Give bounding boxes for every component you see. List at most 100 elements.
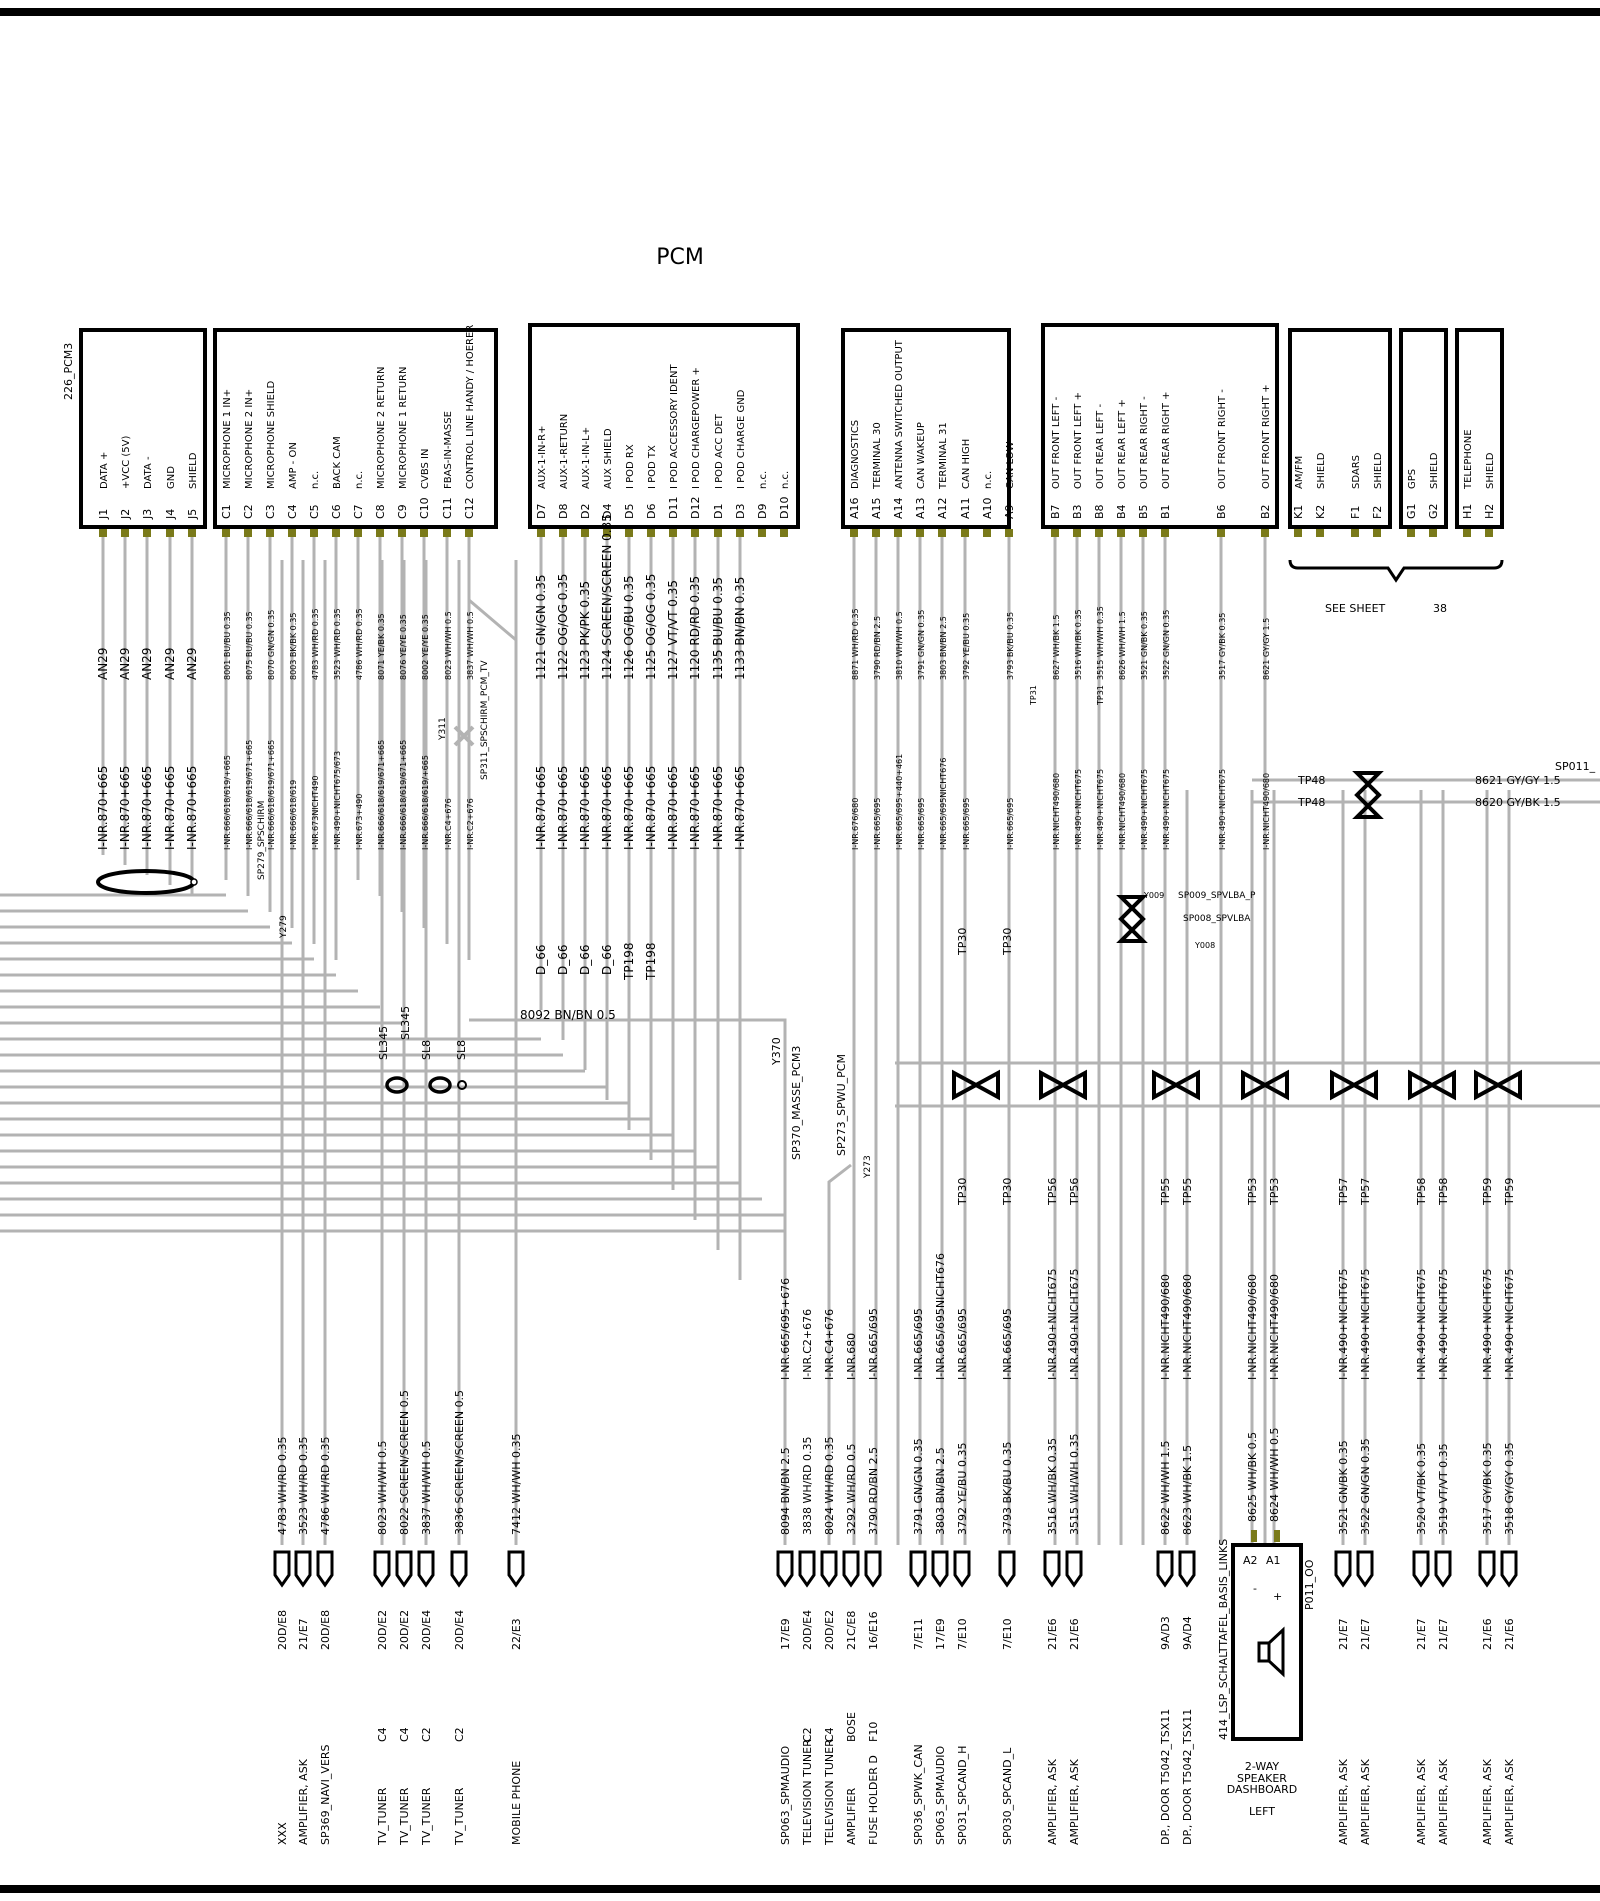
- y279-label: Y279: [279, 915, 289, 939]
- d66-label-3: D_66: [578, 944, 592, 975]
- connector-terminal-icon-23: [1356, 1550, 1374, 1588]
- wire-label-a13: 3791 GN/GN 0.35: [917, 610, 926, 680]
- pin-id-b1: B1: [1159, 504, 1172, 519]
- pin-id-d11: D11: [667, 497, 680, 519]
- pin-terminal-b4: [1117, 529, 1125, 537]
- pin-label-d11: I POD ACCESSORY IDENT: [669, 364, 680, 489]
- pin-id-c8: C8: [374, 504, 387, 519]
- tp-splice-marker-5: [1330, 1069, 1378, 1101]
- pin-label-j5: SHIELD: [188, 452, 199, 489]
- pin-id-f1: F1: [1349, 506, 1362, 519]
- pin-label-d9: n.c.: [758, 471, 769, 489]
- sp279-label: SP279_SPSCHIRM: [257, 801, 267, 880]
- pin-terminal-a16: [850, 529, 858, 537]
- tp30-upper-label-2: TP30: [1001, 928, 1014, 956]
- connector-terminal-icon-16: [953, 1550, 971, 1588]
- bottom-nr-16: I-NR.665/695: [956, 1308, 969, 1380]
- nr-label-b4: I-NR.NICHT490/680: [1118, 773, 1127, 850]
- connector-terminal-icon-11: [820, 1550, 838, 1588]
- bottom-wire-11: 8024 WH/RD 0.35: [823, 1437, 836, 1535]
- pin-terminal-j1: [99, 529, 107, 537]
- wire-label-d6: 1125 OG/OG 0.35: [644, 574, 658, 680]
- pin-terminal-d1: [714, 529, 722, 537]
- pin-terminal-c6: [332, 529, 340, 537]
- sp370-label: SP370_MASSE_PCM3: [790, 1046, 803, 1160]
- pin-label-d7: AUX-1-IN-R+: [537, 426, 548, 489]
- pin-label-d12: I POD CHARGEPOWER +: [691, 367, 702, 489]
- d66-label-4: D_66: [600, 944, 614, 975]
- bottom-code-12: BOSE: [845, 1712, 858, 1742]
- wire-label-c2: 8075 BU/BU 0.35: [245, 611, 254, 680]
- bottom-ref-26: 21/E6: [1481, 1618, 1494, 1650]
- pin-id-h1: H1: [1461, 504, 1474, 519]
- wire-label-d11: 1127 VT/VT 0.35: [666, 580, 680, 680]
- speaker-plus-label: +: [1273, 1590, 1282, 1603]
- tp-lower-label-7: TP53: [1246, 1178, 1259, 1206]
- y009-label: Y009: [1143, 891, 1164, 900]
- bottom-wire-13: 3790 RD/BN 2.5: [867, 1447, 880, 1535]
- wire-label-c1: 8001 BU/BU 0.35: [223, 611, 232, 680]
- tp-lower-label-9: TP57: [1337, 1178, 1350, 1206]
- bottom-nr-12: I-NR.680: [845, 1333, 858, 1380]
- pin-label-a16: DIAGNOSTICS: [850, 420, 861, 489]
- pin-id-c3: C3: [264, 504, 277, 519]
- sl8-loop-icon: [428, 1076, 452, 1094]
- wire-label-j2: AN29: [118, 648, 132, 680]
- bottom-code-10: C2: [801, 1727, 814, 1742]
- pin-label-c11: FBAS-IN-MASSE: [443, 411, 454, 489]
- bottom-dest-18: AMPLIFIER, ASK: [1046, 1758, 1059, 1845]
- pin-id-c7: C7: [352, 504, 365, 519]
- connector-terminal-icon-2: [294, 1550, 312, 1588]
- pin-label-c12: CONTROL LINE HANDY / HOERER: [465, 325, 476, 489]
- nr-label-b6: I-NR.490+NICHT675: [1218, 769, 1227, 850]
- tp-splice-marker-7: [1474, 1069, 1522, 1101]
- pin-label-h2: SHIELD: [1485, 452, 1496, 489]
- pin-terminal-g1: [1407, 529, 1415, 537]
- nr-label-d4: I-NR.870+665: [600, 766, 614, 850]
- bottom-border: [0, 1885, 1600, 1893]
- bottom-ref-5: 20D/E2: [398, 1610, 411, 1650]
- wire-label-d4: 1124 SCREEN/SCREEN 0.35: [600, 514, 614, 680]
- connector-b-box: [1041, 323, 1279, 529]
- bottom-dest-22: AMPLIFIER, ASK: [1337, 1758, 1350, 1845]
- wire-label-b5: 3521 GN/BK 0.35: [1140, 611, 1149, 680]
- sp011-label: SP011_: [1555, 760, 1596, 773]
- pin-terminal-c2: [244, 529, 252, 537]
- pin-label-a13: CAN WAKEUP: [916, 422, 927, 489]
- masse-wire-label: 8092 BN/BN 0.5: [520, 1008, 616, 1022]
- tp30-upper-label-1: TP30: [956, 928, 969, 956]
- nr-label-a11: I-NR.665/695: [962, 798, 971, 850]
- pin-terminal-k1: [1294, 529, 1302, 537]
- wire-label-a16: 8871 WH/RD 0.35: [851, 608, 860, 680]
- bottom-code-4: C4: [376, 1727, 389, 1742]
- speaker-minus-label: -: [1253, 1582, 1257, 1595]
- bottom-ref-16: 7/E10: [956, 1618, 969, 1650]
- bottom-dest-23: AMPLIFIER, ASK: [1359, 1758, 1372, 1845]
- speaker-wire-a: 8625 WH/BK 0.5: [1246, 1432, 1259, 1522]
- bottom-dest-8: MOBILE PHONE: [510, 1761, 523, 1845]
- tp-lower-label-1: TP30: [956, 1178, 969, 1206]
- bottom-ref-18: 21/E6: [1046, 1618, 1059, 1650]
- sl8-label-a: SL8: [420, 1040, 433, 1060]
- pin-id-c11: C11: [441, 497, 454, 519]
- bottom-wire-15: 3803 BN/BN 2.5: [934, 1447, 947, 1535]
- pin-terminal-d8: [559, 529, 567, 537]
- bottom-code-7: C2: [453, 1727, 466, 1742]
- bottom-nr-11: I-NR.C4+676: [823, 1309, 836, 1380]
- pin-id-a9: A9: [1003, 504, 1016, 519]
- pin-terminal-j3: [143, 529, 151, 537]
- pin-terminal-b6: [1217, 529, 1225, 537]
- pin-id-d9: D9: [756, 504, 769, 519]
- connector-terminal-icon-21: [1178, 1550, 1196, 1588]
- pin-terminal-c11: [443, 529, 451, 537]
- connector-d-box: [528, 323, 800, 529]
- bottom-ref-19: 21/E6: [1068, 1618, 1081, 1650]
- connector-terminal-icon-8: [507, 1550, 525, 1588]
- bottom-wire-26: 3517 GY/BK 0.35: [1481, 1442, 1494, 1535]
